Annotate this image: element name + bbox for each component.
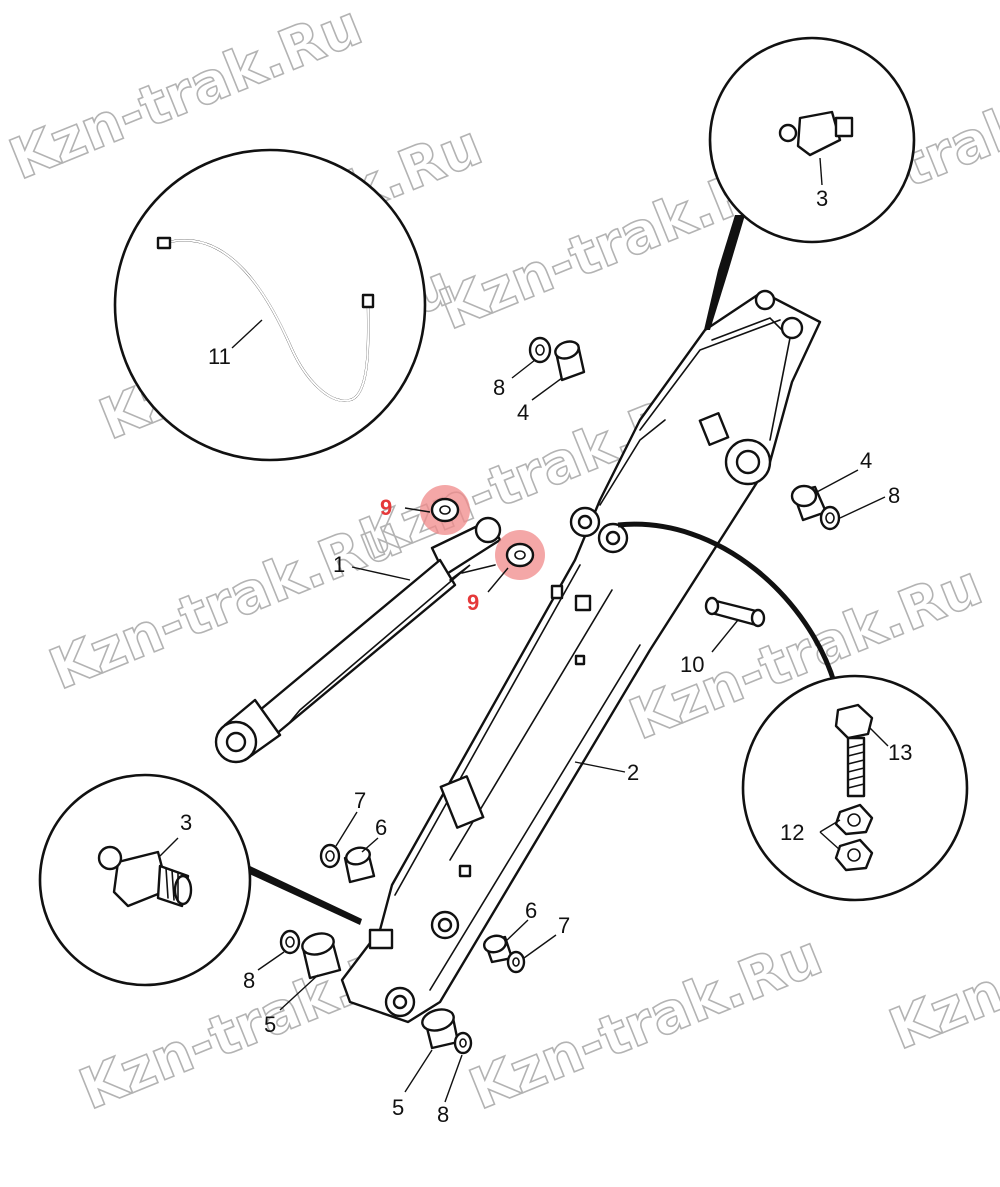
inset-grease-nipple-top <box>708 36 916 244</box>
label-part-11: 11 <box>208 344 231 369</box>
watermark-text: Kzn-trak.Ru <box>881 863 1000 1063</box>
label-part-4-top: 4 <box>517 400 529 425</box>
inset-bolt-nuts <box>741 674 969 902</box>
label-part-2: 2 <box>627 760 639 785</box>
label-part-8-right: 8 <box>888 483 900 508</box>
label-part-7-left: 7 <box>354 788 366 813</box>
label-part-6-left: 6 <box>375 815 387 840</box>
label-part-12: 12 <box>780 820 804 845</box>
label-part-9-lower: 9 <box>467 590 479 615</box>
label-part-1: 1 <box>333 552 345 577</box>
label-part-6-right: 6 <box>525 898 537 923</box>
label-part-5-bottom: 5 <box>392 1095 404 1120</box>
boom-arm <box>340 289 822 1024</box>
inset-grease-nipple-left <box>38 773 252 987</box>
highlighted-washers <box>404 485 545 593</box>
label-part-3-top: 3 <box>816 186 828 211</box>
watermark-text: Kzn-trak.Ru <box>41 503 411 703</box>
label-part-9-upper: 9 <box>380 495 392 520</box>
label-part-8-bottom: 8 <box>437 1102 449 1127</box>
label-part-3-left: 3 <box>180 810 192 835</box>
inset-hose <box>113 148 427 462</box>
label-part-13: 13 <box>888 740 912 765</box>
label-part-5-left: 5 <box>264 1012 276 1037</box>
inset-leaders <box>245 215 838 925</box>
label-part-4-right: 4 <box>860 448 872 473</box>
part-labels: 1 2 3 3 4 4 5 5 6 6 7 7 8 8 8 8 9 9 10 1… <box>180 186 912 1127</box>
label-part-8-top: 8 <box>493 375 505 400</box>
small-parts <box>257 336 886 1103</box>
label-part-10: 10 <box>680 652 704 677</box>
label-part-8-left: 8 <box>243 968 255 993</box>
label-part-7-right: 7 <box>558 913 570 938</box>
